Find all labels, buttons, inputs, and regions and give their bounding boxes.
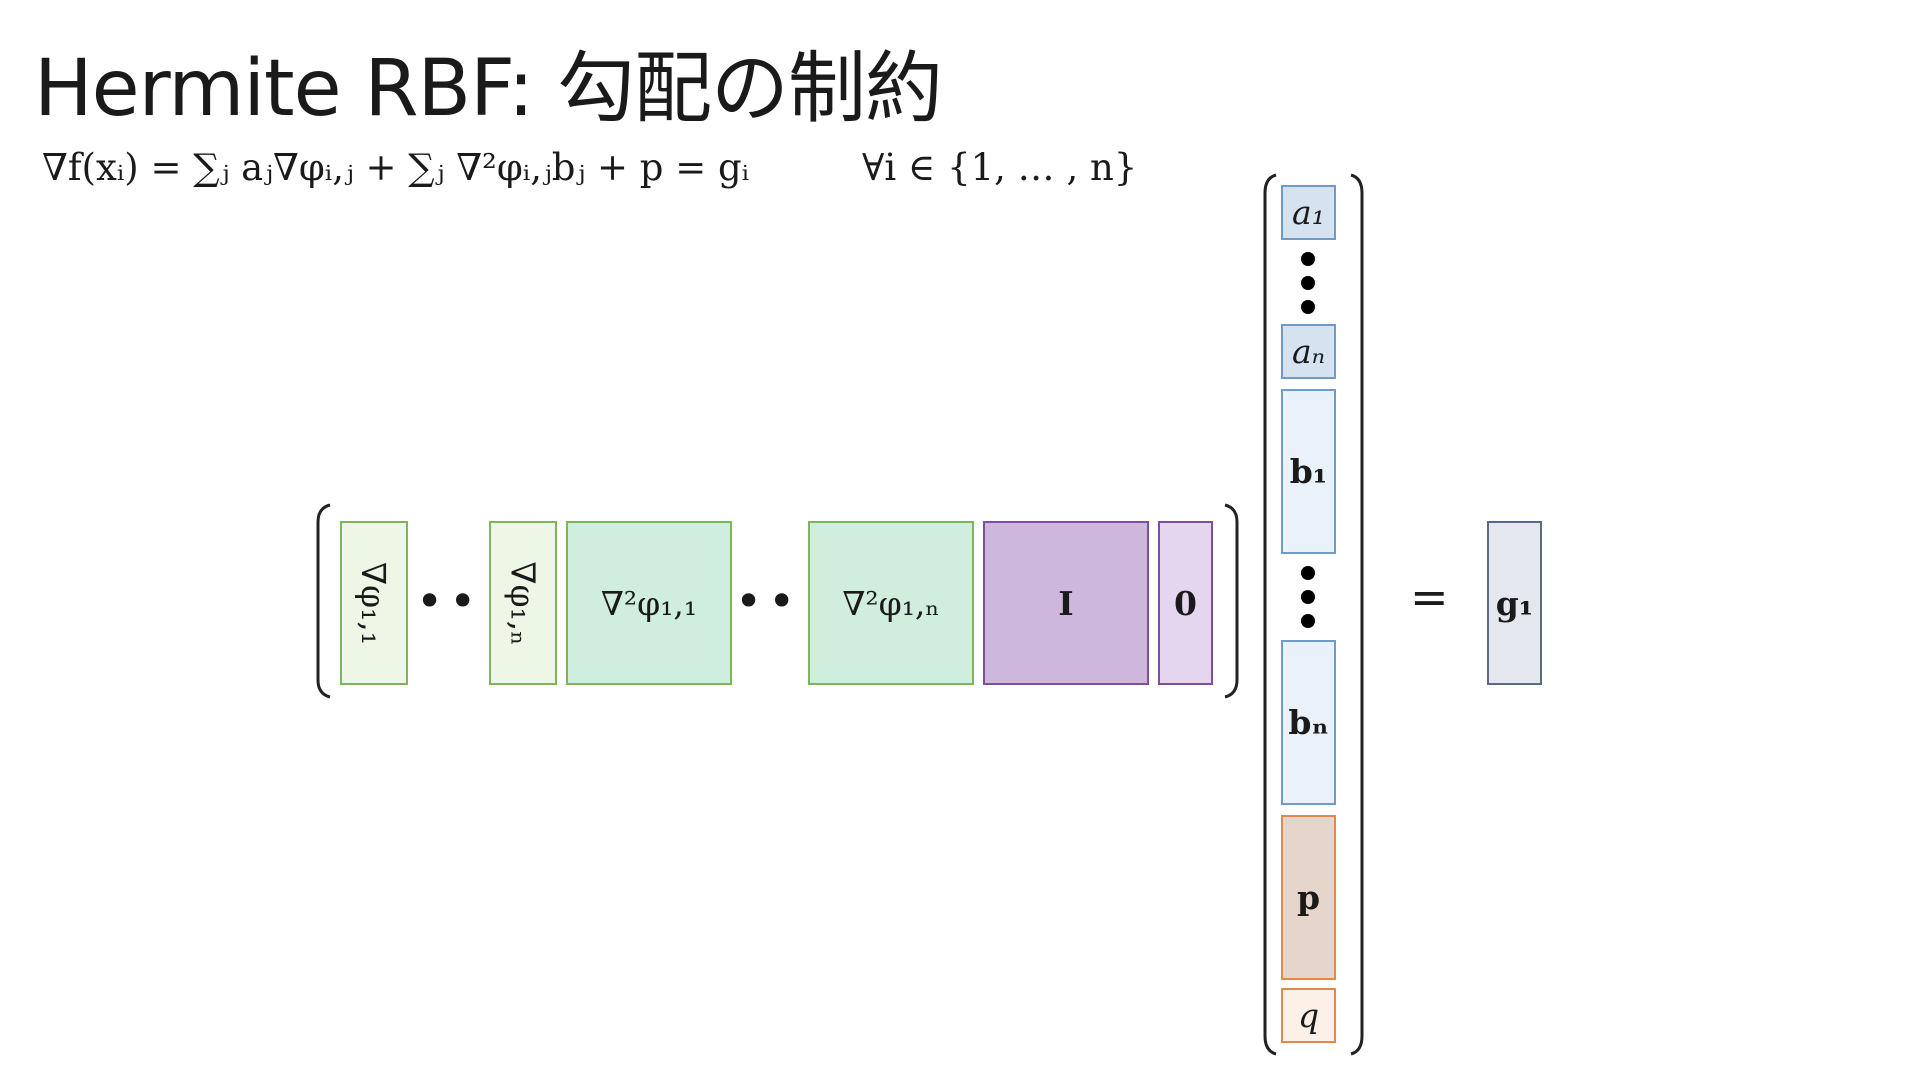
- quantifier-text: ∀i ∈ {1, … , n}: [862, 146, 1138, 189]
- vector-dot: [1301, 276, 1315, 290]
- laplacian-phi-1-n-cell: ∇²φ₁,ₙ: [808, 521, 974, 685]
- grad-phi-1-1-cell: ∇φ₁,₁: [340, 521, 408, 685]
- an-cell: aₙ: [1281, 324, 1336, 379]
- identity-cell: I: [983, 521, 1149, 685]
- gradient-formula: ∇f(xᵢ) = ∑ⱼ aⱼ∇φᵢ,ⱼ + ∑ⱼ ∇²φᵢ,ⱼbⱼ + p = …: [42, 146, 750, 189]
- g1-cell: g₁: [1487, 521, 1542, 685]
- vector-dot: [1301, 566, 1315, 580]
- b1-cell: b₁: [1281, 389, 1336, 554]
- a1-cell: a₁: [1281, 185, 1336, 240]
- laplacian-phi-1-1-cell: ∇²φ₁,₁: [566, 521, 732, 685]
- vector-dot: [1301, 300, 1315, 314]
- p-cell: p: [1281, 815, 1336, 980]
- vector-dot: [1301, 252, 1315, 266]
- equals-sign: =: [1410, 570, 1449, 624]
- vector-dot: [1301, 590, 1315, 604]
- grad-phi-1-n-cell: ∇φ₁,ₙ: [489, 521, 557, 685]
- q-cell: q: [1281, 988, 1336, 1043]
- bn-cell: bₙ: [1281, 640, 1336, 805]
- zero-cell: 0: [1158, 521, 1213, 685]
- slide-title: Hermite RBF: 勾配の制約: [34, 44, 943, 134]
- vector-dot: [1301, 614, 1315, 628]
